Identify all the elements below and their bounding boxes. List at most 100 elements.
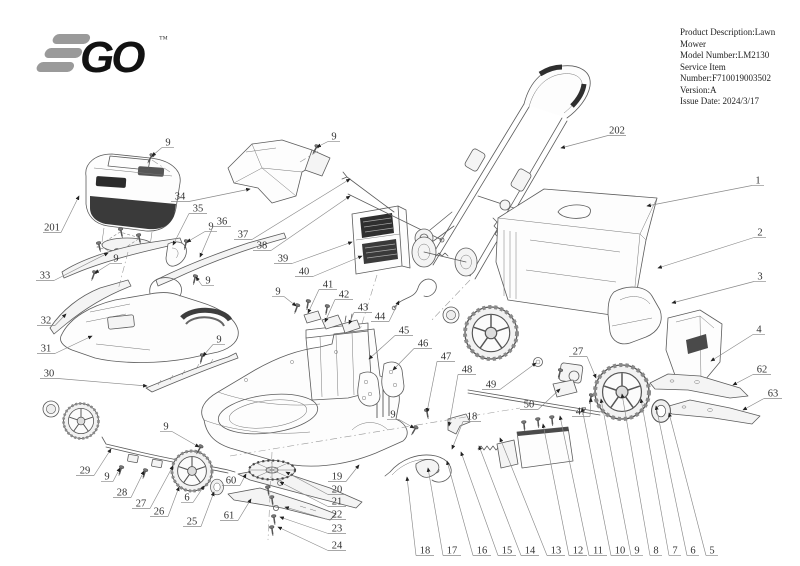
svg-text:13: 13 [551,546,562,557]
callout-8: 8 [620,393,662,557]
svg-text:43: 43 [358,303,369,314]
svg-text:49: 49 [486,380,497,391]
part-bracket-42 [321,303,343,330]
svg-text:14: 14 [525,546,536,557]
svg-text:29: 29 [80,466,91,477]
svg-text:16: 16 [477,546,488,557]
svg-text:9: 9 [163,422,168,433]
callout-6: 6 [654,405,699,557]
svg-text:9: 9 [205,276,210,287]
callout-49: 49 [482,362,537,391]
callout-28: 28 [113,470,145,499]
callout-14: 14 [478,445,539,557]
callout-1: 1 [646,176,764,208]
callout-46: 46 [392,339,432,371]
callout-29: 29 [76,448,112,477]
part-bracket-35 [165,241,187,267]
part-top-cover [227,139,331,204]
svg-text:8: 8 [653,546,658,557]
svg-text:5: 5 [709,546,714,557]
svg-text:34: 34 [175,192,186,203]
callout-2: 2 [657,228,766,269]
ego-logo: GO ™ [36,33,168,82]
svg-text:21: 21 [332,497,343,508]
callout-50: 50 [520,388,561,411]
callout-33: 33 [36,252,109,282]
callout-44: 44 [371,300,400,323]
callout-36: 36 [199,217,231,258]
callout-4: 4 [710,325,765,362]
ego-logo-e-bars [36,34,91,72]
callout-10: 10 [580,407,629,557]
rear-wheel-center [463,305,519,361]
callout-61: 61 [220,498,252,522]
svg-text:18: 18 [420,546,431,557]
callout-38: 38 [253,195,351,252]
svg-text:9: 9 [113,254,118,265]
part-bracket-43 [341,313,361,334]
ego-logo-tm: ™ [159,34,168,44]
svg-text:63: 63 [768,389,779,400]
svg-text:9: 9 [634,546,639,557]
svg-text:3: 3 [757,272,762,283]
hub-ring-left [42,400,60,418]
callout-23: 23 [279,516,346,535]
svg-text:9: 9 [104,472,109,483]
callout-17: 17 [426,467,461,557]
callout-9: 9 [195,276,214,287]
svg-text:47: 47 [441,352,452,363]
part-rear-baffle [496,414,574,469]
svg-text:22: 22 [332,510,343,521]
part-gasket-46 [381,361,405,398]
svg-text:38: 38 [257,241,268,252]
part-impeller-fan [247,459,297,481]
svg-text:61: 61 [224,511,235,522]
callout-9: 9 [186,222,217,243]
front-wheel-left [62,402,100,440]
callout-16: 16 [446,460,491,557]
svg-text:10: 10 [615,546,626,557]
part-mulch-plug [665,309,723,387]
svg-text:35: 35 [193,204,204,215]
callout-202: 202 [560,126,626,149]
svg-text:48: 48 [462,365,473,376]
svg-text:47: 47 [576,407,587,418]
callout-24: 24 [277,526,346,552]
assembly-guide-lines [117,150,521,541]
callout-62: 62 [732,365,771,386]
hub-cap-rear [651,399,671,423]
svg-text:18: 18 [467,412,478,423]
callout-31: 31 [37,335,93,355]
callout-3: 3 [671,272,766,304]
svg-text:9: 9 [208,222,213,233]
svg-text:6: 6 [184,493,189,504]
part-rod-37 [341,171,395,213]
part-grass-bag [495,188,658,319]
callout-45: 45 [368,326,413,360]
part-cable [391,278,437,311]
svg-text:37: 37 [238,230,249,241]
svg-text:23: 23 [332,524,343,535]
svg-text:15: 15 [502,546,513,557]
part-trim-strip-30 [145,352,239,393]
callout-9: 9 [316,132,340,148]
callout-15: 15 [460,451,516,557]
svg-text:26: 26 [154,507,165,518]
callout-18: 18 [451,412,481,450]
part-side-chute [607,286,662,345]
svg-text:40: 40 [299,267,310,278]
svg-text:17: 17 [447,546,458,557]
svg-text:4: 4 [756,325,762,336]
svg-text:19: 19 [332,472,343,483]
callout-201: 201 [43,195,80,234]
svg-text:7: 7 [672,546,677,557]
svg-text:60: 60 [226,476,237,487]
svg-text:202: 202 [609,126,625,137]
part-bracket-41 [303,298,322,324]
callout-25: 25 [183,491,215,528]
svg-text:28: 28 [117,488,128,499]
svg-text:2: 2 [757,228,762,239]
svg-text:201: 201 [44,223,60,234]
